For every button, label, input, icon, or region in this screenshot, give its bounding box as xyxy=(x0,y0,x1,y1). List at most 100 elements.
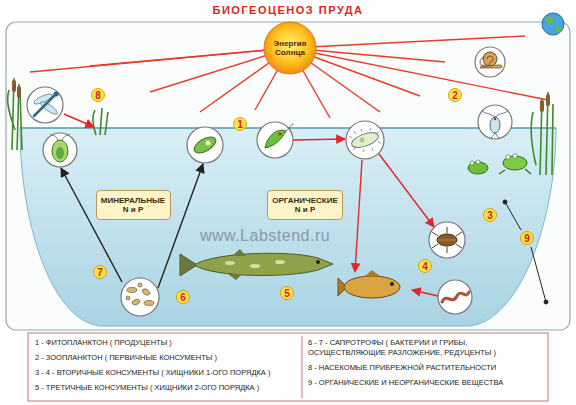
frogs xyxy=(499,169,531,174)
organism-circles xyxy=(429,222,465,258)
callout-number: 3 xyxy=(483,208,497,222)
organism-circles xyxy=(121,278,159,316)
cattails xyxy=(17,86,21,98)
worm xyxy=(442,292,469,302)
callout-number: 1 xyxy=(233,117,247,131)
crucian xyxy=(365,270,380,276)
pike xyxy=(316,260,320,264)
organism-circles xyxy=(27,87,63,123)
legend-item: 5 - ТРЕТИЧНЫЕ КОНСУМЕНТЫ ( ХИЩНИКИ 2-ОГО… xyxy=(35,383,297,393)
leader-lines xyxy=(544,300,548,304)
zooplankton xyxy=(350,130,380,151)
phytoplankton xyxy=(286,124,294,131)
node-text: МИНЕРАЛЬНЫЕ N и P xyxy=(101,196,166,214)
crucian xyxy=(390,282,394,286)
zooplankton xyxy=(482,110,508,138)
callout-number: 5 xyxy=(280,286,294,300)
dragonfly xyxy=(53,91,58,96)
globe-icon xyxy=(556,26,561,32)
crucian xyxy=(344,276,400,298)
crucian xyxy=(338,270,400,298)
nutrient-box: ОРГАНИЧЕСКИЕ N и P xyxy=(267,190,343,220)
bacteria xyxy=(144,301,154,306)
pond-water xyxy=(20,128,556,326)
water-beetle xyxy=(432,227,462,253)
cattails xyxy=(546,94,550,106)
legend-text: 3 - 4 - ВТОРИЧНЫЕ КОНСУМЕНТЫ ( ХИЩНИКИ 1… xyxy=(35,368,270,377)
frame xyxy=(6,22,570,330)
pike xyxy=(194,253,333,275)
legend-item: 3 - 4 - ВТОРИЧНЫЕ КОНСУМЕНТЫ ( ХИЩНИКИ 1… xyxy=(35,368,297,378)
sun-rays xyxy=(30,36,548,118)
zooplankton xyxy=(360,138,365,143)
reeds xyxy=(531,112,536,165)
leader-lines xyxy=(503,200,507,204)
sun-rays xyxy=(290,48,548,100)
organism-circles xyxy=(438,280,472,314)
bacteria xyxy=(141,288,150,296)
reeds xyxy=(105,112,108,135)
phytoplankton xyxy=(50,134,70,140)
bacteria xyxy=(138,283,142,287)
diagram-title: БИОГЕОЦЕНОЗ ПРУДА xyxy=(0,3,576,17)
phytoplankton xyxy=(50,124,294,162)
legend-frame xyxy=(28,333,548,401)
legend-column: 6 - 7 - САПРОТРОФЫ ( БАКТЕРИИ И ГРИБЫ, О… xyxy=(308,338,544,393)
zooplankton xyxy=(349,128,381,152)
bacteria xyxy=(126,296,130,300)
organism-circles xyxy=(346,121,384,159)
reeds xyxy=(93,110,96,135)
legend-text: 5 - ТРЕТИЧНЫЕ КОНСУМЕНТЫ ( ХИЩНИКИ 2-ОГО… xyxy=(35,383,259,392)
pike xyxy=(250,264,260,268)
phytoplankton xyxy=(206,141,211,146)
callout-number: 2 xyxy=(448,88,462,102)
food-chain-arrows xyxy=(158,164,203,288)
pike xyxy=(180,249,333,280)
callout-number: 9 xyxy=(520,231,534,245)
pike xyxy=(225,261,235,265)
worm xyxy=(442,292,469,302)
legend-text: 6 - 7 - САПРОТРОФЫ ( БАКТЕРИИ И ГРИБЫ, О… xyxy=(308,338,496,357)
reeds xyxy=(20,92,22,150)
snail xyxy=(480,52,502,68)
bacteria xyxy=(127,288,137,293)
phytoplankton xyxy=(278,132,281,135)
legend-item: 8 - НАСЕКОМЫЕ ПРИБРЕЖНОЙ РАСТИТЕЛЬНОСТИ xyxy=(308,363,544,373)
legend-item: 1 - ФИТОПЛАНКТОН ( ПРОДУЦЕНТЫ ) xyxy=(35,338,297,348)
legend-item: 2 - ЗООПЛАНКТОН ( ПЕРВИЧНЫЕ КОНСУМЕНТЫ ) xyxy=(35,353,297,363)
phytoplankton xyxy=(265,130,286,148)
globe-icon xyxy=(546,17,553,25)
legend-text: 8 - НАСЕКОМЫЕ ПРИБРЕЖНОЙ РАСТИТЕЛЬНОСТИ xyxy=(308,363,496,372)
legend-item: 6 - 7 - САПРОТРОФЫ ( БАКТЕРИИ И ГРИБЫ, О… xyxy=(308,338,544,357)
frogs xyxy=(506,155,510,159)
legend-text: 1 - ФИТОПЛАНКТОН ( ПРОДУЦЕНТЫ ) xyxy=(35,338,172,347)
cattails xyxy=(12,80,16,92)
sun-disc xyxy=(264,22,316,74)
dragonfly xyxy=(34,95,55,116)
callout-number: 4 xyxy=(418,259,432,273)
organism-circles xyxy=(27,47,512,316)
food-chain-arrows xyxy=(61,168,122,282)
leader-lines xyxy=(503,200,548,304)
snail xyxy=(480,56,493,67)
zooplankton xyxy=(494,118,497,121)
leader-lines xyxy=(531,247,546,302)
cattails xyxy=(540,100,544,112)
legend-text: 2 - ЗООПЛАНКТОН ( ПЕРВИЧНЫЕ КОНСУМЕНТЫ ) xyxy=(35,353,217,362)
node-text: ОРГАНИЧЕСКИЕ N и P xyxy=(272,196,338,214)
reeds xyxy=(8,90,15,130)
bacteria xyxy=(126,283,154,306)
water-beetle xyxy=(438,240,456,241)
legend-frame xyxy=(302,336,303,398)
organism-circles xyxy=(187,127,223,163)
zooplankton xyxy=(349,110,508,152)
reeds xyxy=(100,108,102,135)
bacteria xyxy=(131,298,140,305)
node-text: Энергия Солнца xyxy=(267,39,313,57)
globe-icon xyxy=(542,13,564,35)
callout-number: 6 xyxy=(176,290,190,304)
frogs xyxy=(468,154,531,174)
sun-rays xyxy=(290,36,525,48)
leader-lines xyxy=(505,202,521,230)
